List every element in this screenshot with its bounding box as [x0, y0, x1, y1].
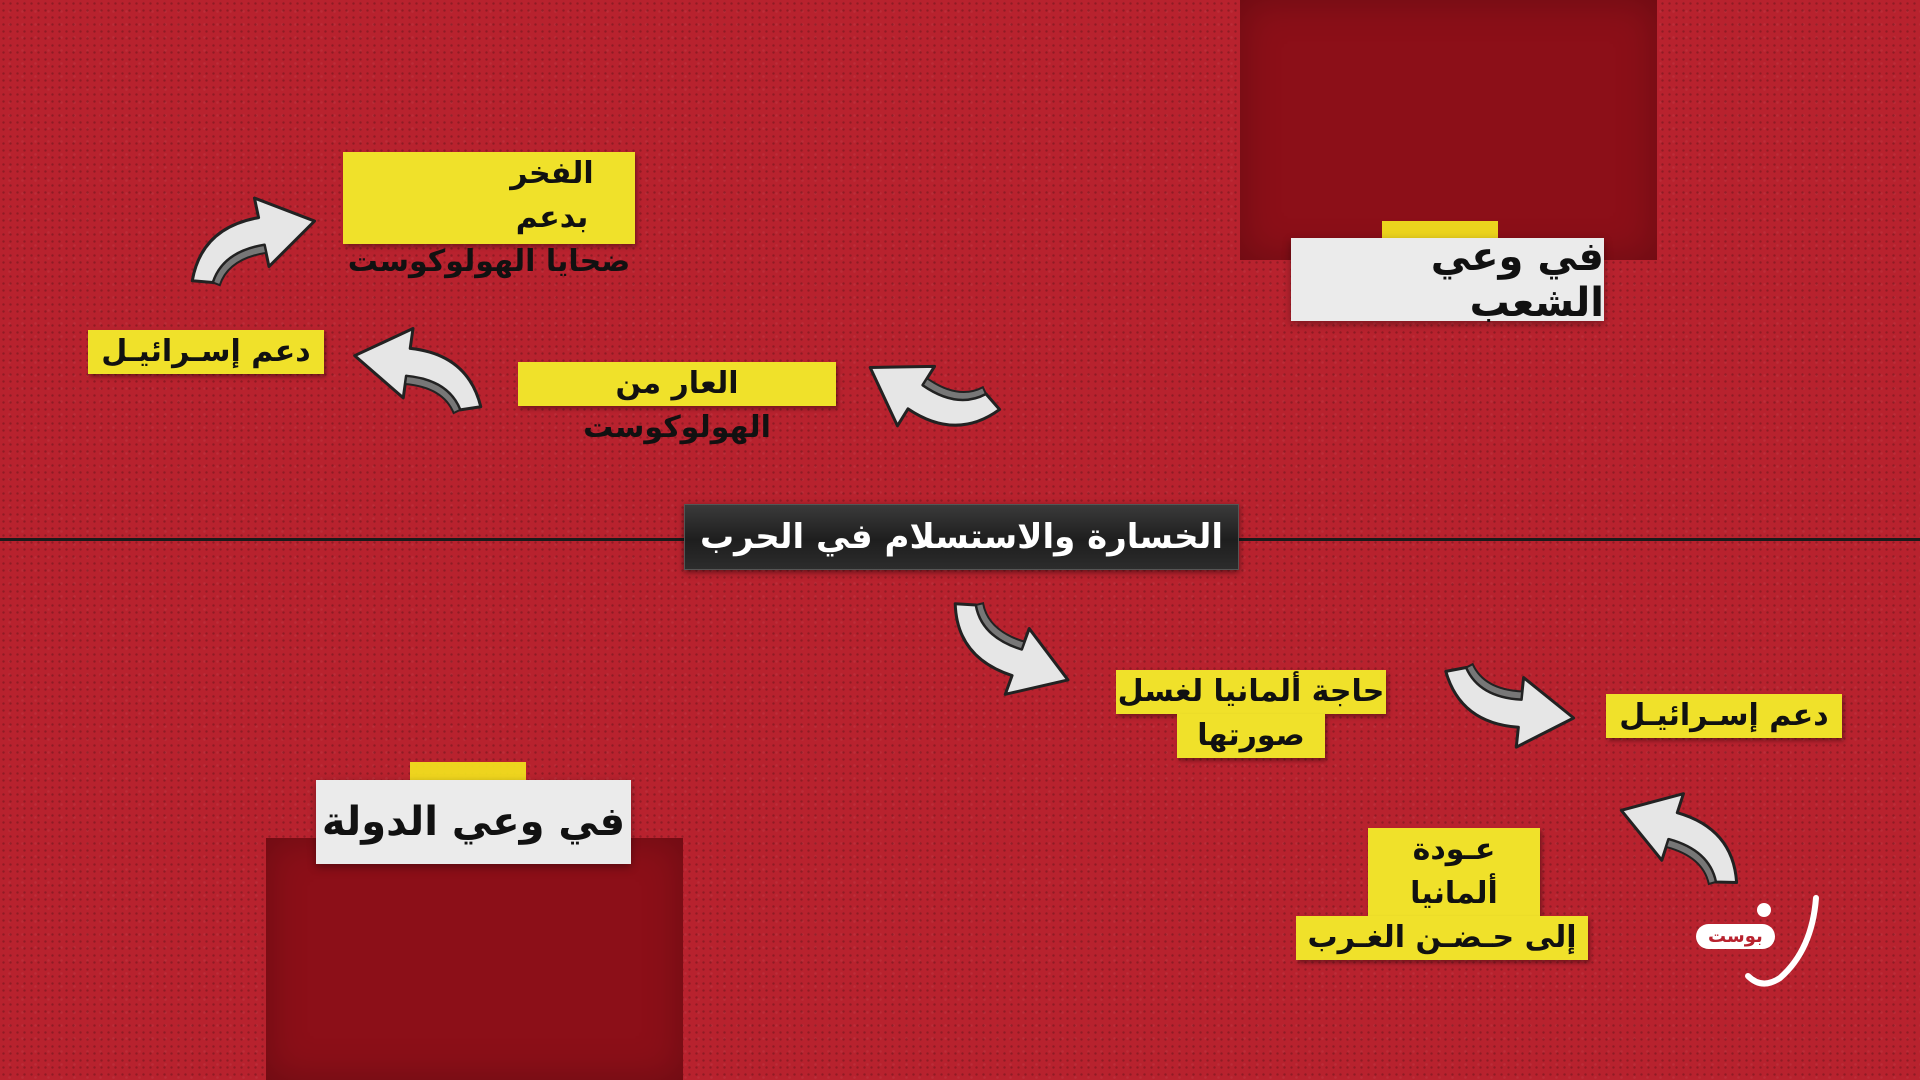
- logo-mark-icon: [1745, 895, 1819, 987]
- arrow-support-to-return: [1600, 765, 1770, 897]
- curved-arrow-icon: [1619, 792, 1739, 886]
- arrow-center-to-shame: [840, 325, 1015, 481]
- label-image-line2: صورتها: [1177, 714, 1325, 758]
- dark-block-top: [1240, 0, 1657, 260]
- center-event-label: الخسارة والاستسلام في الحرب: [684, 504, 1239, 570]
- dark-block-bottom: [266, 838, 683, 1080]
- label-support-israel-state: دعم إسـرائيـل: [1606, 694, 1842, 738]
- arrow-shame-to-support: [340, 310, 501, 420]
- label-support-israel-people: دعم إسـرائيـل: [88, 330, 324, 374]
- arrow-image-to-support: [1428, 658, 1587, 763]
- logo-text: بوست: [1696, 924, 1775, 949]
- label-support-israel-text: دعم إسـرائيـل: [101, 334, 311, 369]
- label-pride-victims: الفخر بدعم ضحايا الهولوكوست: [343, 152, 635, 279]
- label-germany-image: حاجة ألمانيا لغسل صورتها: [1116, 670, 1386, 762]
- label-support-israel-state-text: دعم إسـرائيـل: [1619, 698, 1829, 733]
- curved-arrow-icon: [868, 364, 1002, 428]
- label-shame-holocaust: العار من الهولوكوست: [518, 362, 836, 445]
- curved-arrow-icon: [190, 196, 317, 287]
- brand-logo: بوست: [1688, 890, 1823, 990]
- label-return-line2: إلى حـضـن الغـرب: [1296, 916, 1588, 960]
- label-pride-line2: ضحايا الهولوكوست: [347, 244, 631, 279]
- label-shame-text: العار من الهولوكوست: [583, 366, 771, 445]
- label-image-line1: حاجة ألمانيا لغسل: [1116, 670, 1386, 714]
- curved-arrow-icon: [353, 327, 483, 415]
- label-return-line1: عـودة ألمانيا: [1368, 828, 1540, 916]
- curved-arrow-icon: [1444, 662, 1576, 749]
- label-return-west: عـودة ألمانيا إلى حـضـن الغـرب: [1296, 828, 1588, 960]
- arrow-center-to-image: [919, 589, 1091, 725]
- header-state-awareness: في وعي الدولة: [316, 780, 631, 864]
- arrow-support-to-pride: [166, 175, 331, 294]
- header-people-awareness: في وعي الشعب: [1291, 234, 1604, 326]
- label-pride-line1: الفخر بدعم: [469, 152, 635, 240]
- curved-arrow-icon: [953, 602, 1070, 696]
